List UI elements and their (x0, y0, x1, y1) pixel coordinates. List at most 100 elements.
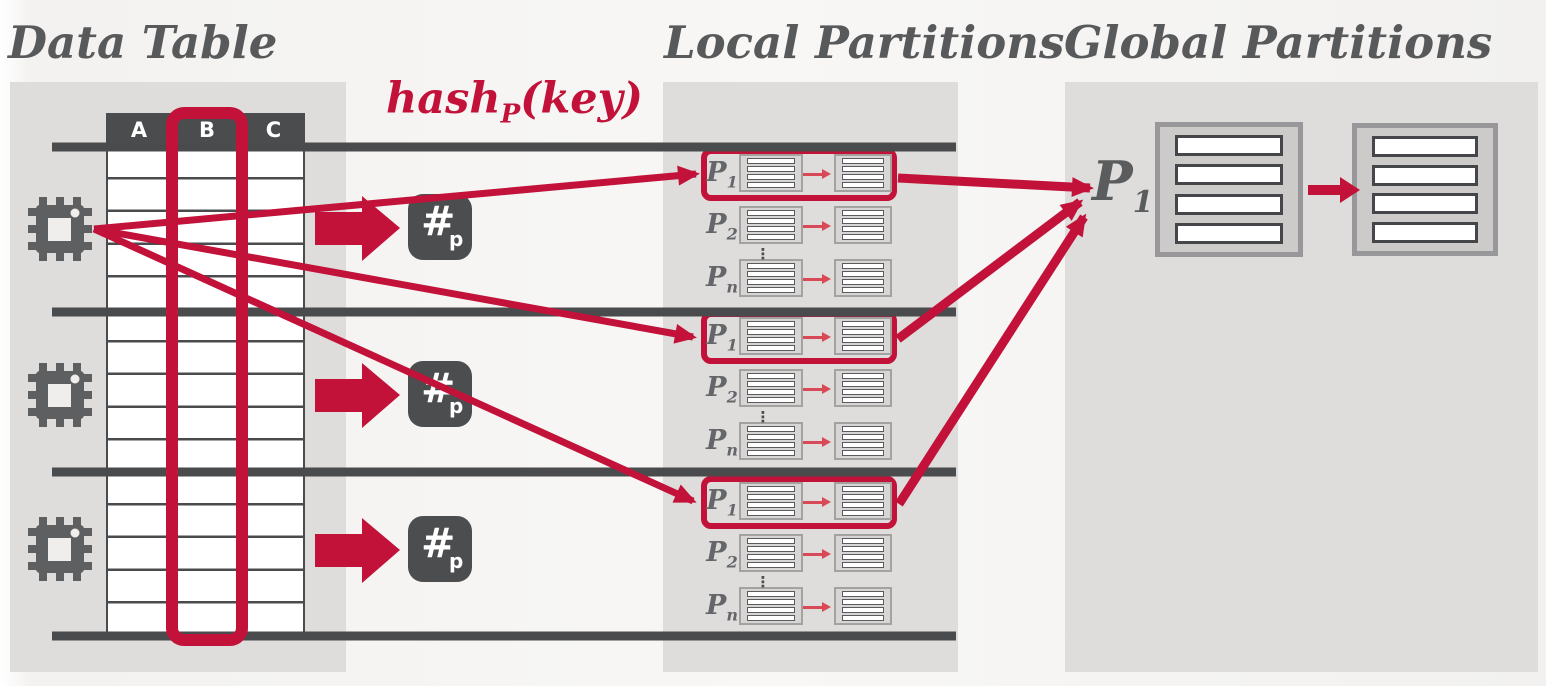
record-bar (842, 389, 884, 395)
arrow-line (803, 336, 823, 339)
hash-function-args: (key) (520, 74, 643, 124)
record-bar (747, 510, 795, 516)
record-bar (747, 591, 795, 597)
global-partition-subscript: 1 (1132, 184, 1154, 220)
record-bar (747, 397, 795, 403)
record-bar (1372, 164, 1478, 186)
partition-row: Pn (704, 585, 900, 630)
partition-records-box (834, 482, 892, 520)
record-bar (747, 234, 795, 240)
record-bar (747, 287, 795, 293)
hash-symbol-subscript: p (449, 394, 464, 418)
record-bar (842, 381, 884, 387)
partition-records-box (739, 369, 803, 407)
partition-label: Pn (706, 264, 738, 295)
partition-flow-arrow (803, 497, 833, 508)
record-bar (747, 337, 795, 343)
record-bar (747, 182, 795, 188)
arrow-line (803, 553, 823, 556)
partition-flow-arrow (803, 602, 833, 613)
record-bar (842, 554, 884, 560)
arrow-head (822, 274, 831, 284)
record-bar (747, 607, 795, 613)
data-table-title: Data Table (8, 16, 278, 69)
record-bar (747, 158, 795, 164)
record-bar (747, 279, 795, 285)
record-bar (747, 502, 795, 508)
arrow-head (822, 169, 831, 179)
hash-function-label: hashP(key) (386, 74, 643, 127)
record-bar (842, 502, 884, 508)
record-bar (842, 591, 884, 597)
partition-label: P1 (706, 487, 738, 518)
partition-subscript: 1 (726, 500, 738, 520)
partition-subscript: 2 (726, 552, 738, 572)
record-bar (747, 599, 795, 605)
global-partitions-title: Global Partitions (1064, 16, 1493, 69)
record-bar (1372, 193, 1478, 215)
partition-subscript: n (726, 277, 738, 297)
more-partitions-ellipsis: ⋮ (755, 245, 771, 263)
partition-label: Pn (706, 425, 738, 458)
record-bar (842, 607, 884, 613)
arrow-head (822, 602, 831, 612)
record-bar (842, 166, 884, 172)
arrow-line (803, 606, 823, 609)
record-bar (747, 166, 795, 172)
partition-label: P1 (706, 157, 738, 190)
record-bar (747, 210, 795, 216)
hash-function-subscript: P (500, 99, 521, 130)
record-bar (842, 345, 884, 351)
column-header-b: B (198, 118, 215, 142)
arrow-line (803, 225, 823, 228)
record-bar (842, 329, 884, 335)
local-partitions-title: Local Partitions (664, 16, 1065, 69)
more-partitions-ellipsis: ⋮ (755, 573, 771, 591)
record-bar (747, 442, 795, 448)
partition-records-box (834, 534, 892, 572)
partition-records-box (739, 154, 803, 192)
record-bar (747, 174, 795, 180)
record-bar (1372, 135, 1478, 157)
record-bar (842, 182, 884, 188)
arrow-head (822, 332, 831, 342)
record-bar (842, 287, 884, 293)
record-bar (842, 210, 884, 216)
record-bar (842, 442, 884, 448)
partition-letter: P (706, 320, 727, 351)
partition-records-box (834, 259, 892, 297)
partition-letter: P (706, 157, 727, 188)
record-bar (842, 279, 884, 285)
key-column-highlight (166, 107, 248, 646)
record-bar (842, 158, 884, 164)
partition-letter: P (706, 425, 727, 456)
record-bar (747, 381, 795, 387)
record-bar (842, 321, 884, 327)
partition-letter: P (706, 209, 727, 240)
record-bar (747, 321, 795, 327)
partition-subscript: n (726, 605, 738, 625)
record-bar (747, 329, 795, 335)
record-bar (747, 345, 795, 351)
arrow-head (822, 549, 831, 559)
partition-records-box (739, 422, 803, 460)
hash-symbol: # (421, 519, 456, 567)
record-bar (747, 226, 795, 232)
record-bar (747, 218, 795, 224)
partition-label: Pn (706, 590, 738, 623)
record-bar (747, 615, 795, 621)
global-partition-box (1155, 122, 1303, 257)
record-bar (747, 538, 795, 544)
record-bar (842, 337, 884, 343)
partition-records-box (834, 154, 892, 192)
partition-label: P2 (706, 374, 738, 405)
partition-letter: P (706, 590, 727, 621)
partition-records-box (834, 317, 892, 355)
partition-label: P2 (706, 539, 738, 570)
column-header-a: A (130, 118, 148, 142)
partition-row: P2 (704, 204, 900, 249)
global-partition-label: P1 (1092, 154, 1153, 217)
record-bar (842, 373, 884, 379)
partition-flow-arrow (803, 437, 833, 448)
arrow-line (803, 501, 823, 504)
